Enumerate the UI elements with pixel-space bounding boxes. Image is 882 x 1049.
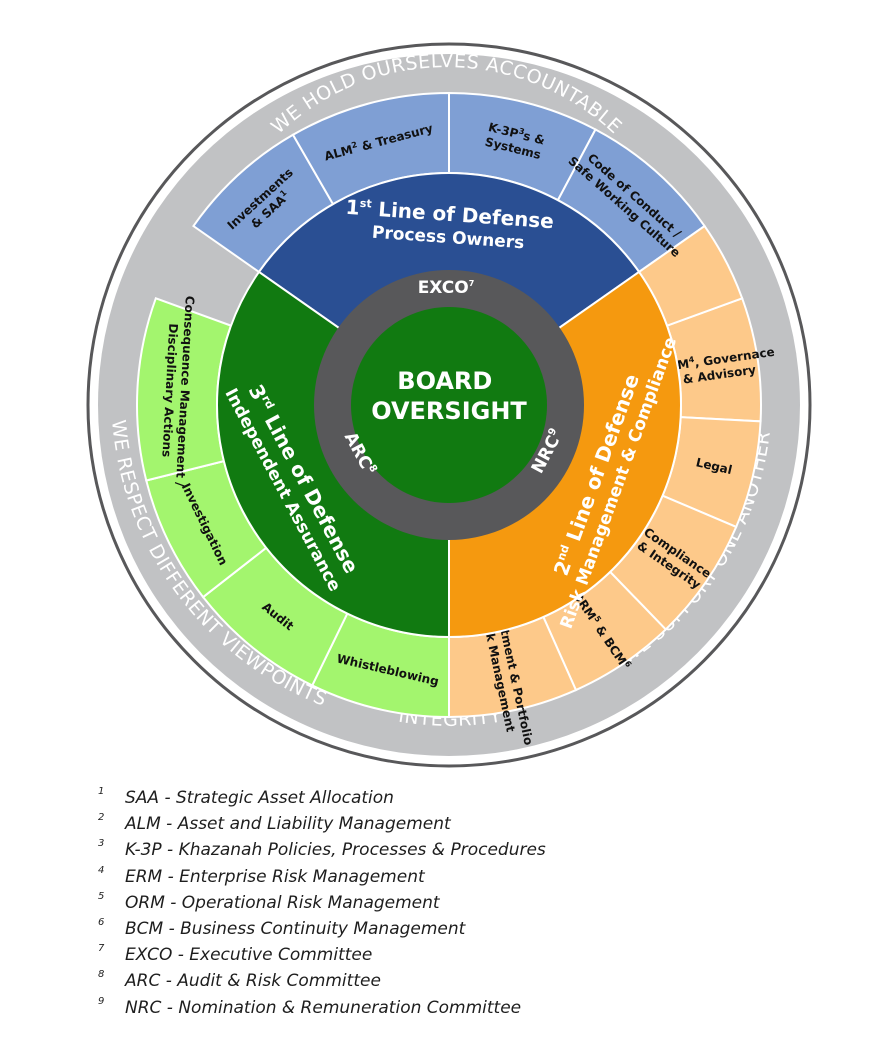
footnote-text: EXCO - Executive Committee <box>125 945 373 966</box>
footnote-number: 5 <box>98 890 105 902</box>
footnote-number: 1 <box>98 786 105 797</box>
exco-sup: 7 <box>469 279 475 288</box>
exco-text: EXCO <box>418 278 469 298</box>
footnote-ref: 3 <box>518 126 526 136</box>
footnote-number: 6 <box>98 916 105 928</box>
defense-ordinal-sup: st <box>359 197 372 211</box>
defense-ordinal: 1 <box>345 195 361 220</box>
oversight-label: OVERSIGHT <box>371 397 527 425</box>
board-oversight-title: BOARD OVERSIGHT <box>371 367 527 425</box>
footnote-ref: 1 <box>278 188 289 199</box>
footnote-number: 3 <box>98 838 105 850</box>
footnote-ref: 5 <box>592 614 603 624</box>
segment-text: s & <box>522 129 547 148</box>
defense-ordinal-sup: rd <box>259 393 277 411</box>
board-label: BOARD <box>397 367 492 395</box>
baseline-reset: ​ <box>356 141 360 155</box>
segment-label-first-3: K-3P3​s &Systems <box>483 119 546 162</box>
exco-label: EXCO7 <box>418 278 475 298</box>
footnote-text: K-3P - Khazanah Policies, Processes & Pr… <box>125 840 546 861</box>
arc-sup: 8 <box>366 463 379 474</box>
footnote-text: NRC - Nomination & Remuneration Committe… <box>125 997 522 1018</box>
footnote-text: ARC - Audit & Risk Committee <box>125 971 381 992</box>
board-core <box>351 307 547 503</box>
baseline-reset: ​ <box>590 619 602 627</box>
footnote-text: ALM - Asset and Liability Management <box>125 814 451 835</box>
baseline-reset: ​ <box>522 129 525 143</box>
footnote-ref: 4 <box>688 355 695 365</box>
defense-wheel-diagram: WE HOLD OURSELVES ACCOUNTABLEWE SUPPORT … <box>86 42 812 768</box>
footnote-ref: 2 <box>350 140 358 150</box>
footnote-ref: 6 <box>623 659 634 669</box>
footnote-number: 8 <box>98 969 105 981</box>
footnote-text: ORM - Operational Risk Management <box>125 892 440 913</box>
baseline-reset: ​ <box>621 664 633 672</box>
footnote-text: ERM - Enterprise Risk Management <box>125 866 425 887</box>
footnote-number: 7 <box>98 943 105 955</box>
sub-function-segments: Investments& SAA1​ALM2​ & TreasuryK-3P3​… <box>136 91 776 746</box>
defense-label-first: 1st Line of DefenseProcess Owners <box>343 195 554 255</box>
defense-ordinal-sup: nd <box>554 543 572 562</box>
nrc-sup: 9 <box>546 426 559 437</box>
footnote-text: SAA - Strategic Asset Allocation <box>125 788 394 808</box>
footnote-number: 4 <box>98 864 105 876</box>
baseline-reset: ​ <box>694 356 696 370</box>
footnote-text: BCM - Business Continuity Management <box>125 918 466 939</box>
footnote-number: 9 <box>98 995 105 1007</box>
footnote-number: 2 <box>98 812 105 824</box>
